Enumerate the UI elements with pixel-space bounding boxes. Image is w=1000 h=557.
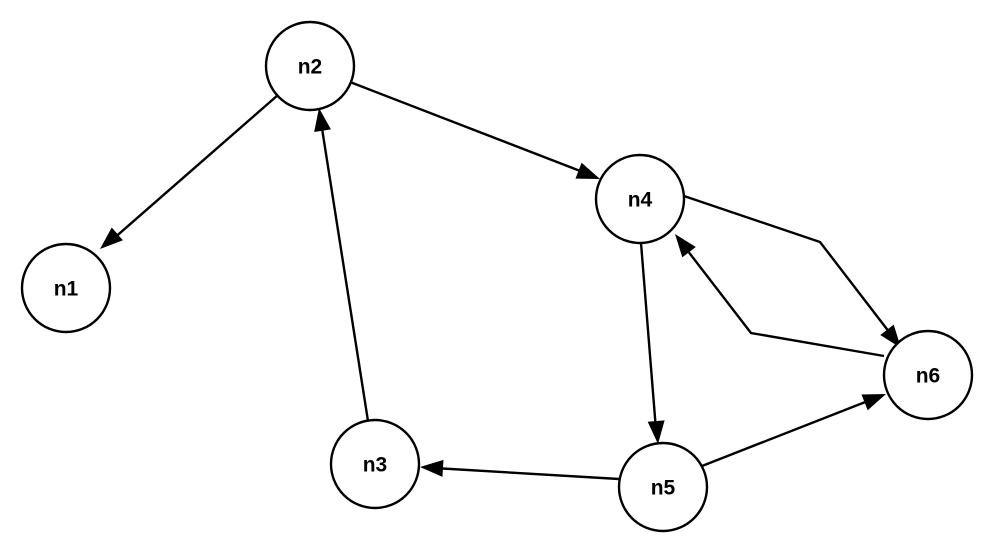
node-n2[interactable]: n2 <box>264 20 356 112</box>
arrow-head-icon <box>314 108 331 133</box>
edges-layer <box>94 80 908 481</box>
node-label: n3 <box>363 454 388 477</box>
node-label: n6 <box>916 365 941 388</box>
node-n3[interactable]: n3 <box>329 418 421 510</box>
node-label: n1 <box>54 278 79 301</box>
nodes-layer: n1 n2 n3 n4 n5 n6 <box>20 20 974 533</box>
node-n4[interactable]: n4 <box>594 153 686 245</box>
edge-line <box>349 80 589 176</box>
arrow-head-icon <box>880 324 901 348</box>
edge-n2-to-n1[interactable] <box>94 94 279 255</box>
edge-line <box>433 466 620 481</box>
edge-line <box>680 193 894 338</box>
node-circle[interactable] <box>882 329 974 421</box>
edge-n4-to-n6[interactable] <box>680 193 908 353</box>
node-label: n5 <box>651 477 676 500</box>
edge-n6-to-n4[interactable] <box>668 229 885 358</box>
arrow-head-icon <box>675 234 696 258</box>
node-label: n2 <box>298 56 323 79</box>
arrow-head-icon <box>100 227 123 249</box>
node-circle[interactable] <box>329 418 421 510</box>
edge-line <box>111 94 279 241</box>
arrow-head-icon <box>420 459 444 477</box>
edge-n4-to-n5[interactable] <box>639 242 666 445</box>
arrow-head-icon <box>861 394 886 411</box>
edge-n3-to-n2[interactable] <box>311 107 370 422</box>
edge-line <box>701 397 874 468</box>
edge-line <box>319 121 370 422</box>
edge-line <box>683 245 885 358</box>
node-circle[interactable] <box>20 242 112 334</box>
node-n1[interactable]: n1 <box>20 242 112 334</box>
edge-n5-to-n6[interactable] <box>701 386 889 468</box>
arrow-head-icon <box>647 420 665 444</box>
edge-line <box>639 242 658 431</box>
edge-n2-to-n4[interactable] <box>349 80 603 187</box>
node-circle[interactable] <box>617 441 709 533</box>
node-n6[interactable]: n6 <box>882 329 974 421</box>
node-label: n4 <box>628 189 653 212</box>
node-n5[interactable]: n5 <box>617 441 709 533</box>
node-circle[interactable] <box>264 20 356 112</box>
node-circle[interactable] <box>594 153 686 245</box>
arrow-head-icon <box>575 162 600 179</box>
edge-n5-to-n3[interactable] <box>419 459 620 481</box>
